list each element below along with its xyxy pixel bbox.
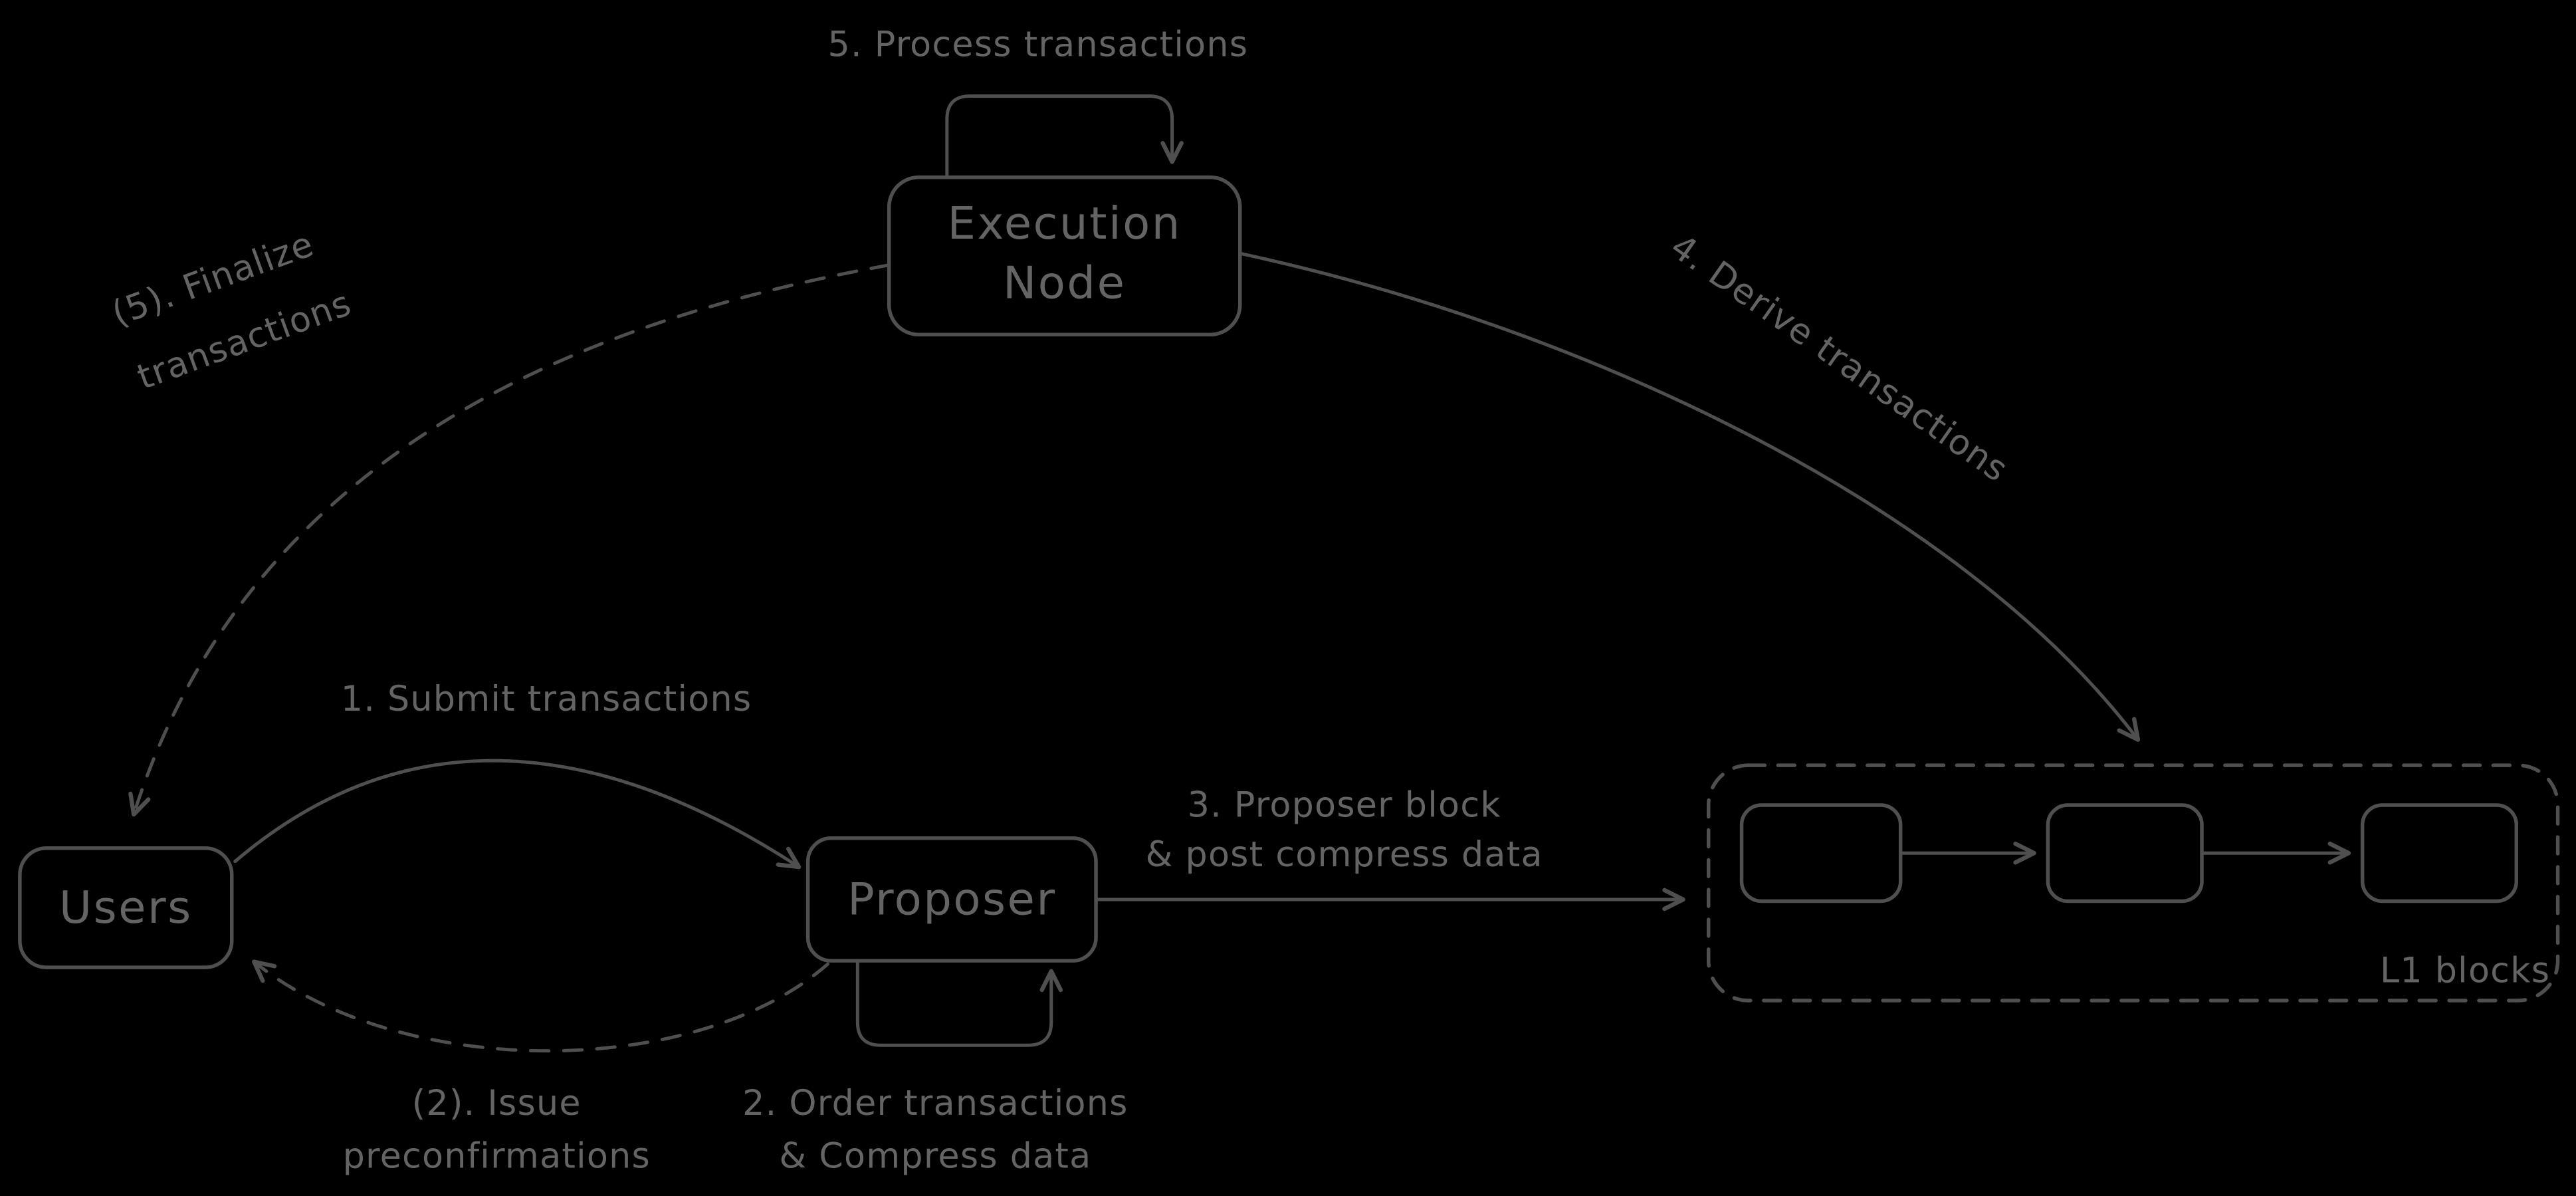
l1-block-3 [2360,803,2519,903]
label-issue-preconfirmations-line1: (2). Issue [412,1083,582,1124]
l1-block-2 [2046,803,2204,903]
edge-order-transactions-loop [855,961,1063,1047]
label-order-transactions-line1: 2. Order transactions [742,1083,1128,1124]
users-box [18,846,234,969]
label-proposer-block-line1: 3. Proposer block [1188,784,1501,825]
label-process-transactions: 5. Process transactions [827,25,1248,65]
label-submit-transactions: 1. Submit transactions [341,679,752,719]
label-derive-transactions: 4. Derive transactions [1663,226,2015,490]
edge-derive-transactions [1238,251,2141,742]
l1-block-1 [1739,803,1903,903]
proposer-box [805,836,1098,963]
users-label: Users [59,882,193,933]
proposer-label: Proposer [847,873,1056,925]
edge-submit-transactions [233,759,802,870]
l1-blocks-container [1706,763,2560,1003]
edge-process-transactions-loop [945,94,1184,178]
edge-issue-preconfirmations [252,959,829,1053]
execution-node-label-line1: Execution [948,197,1182,249]
l1-blocks-label: L1 blocks [2380,951,2550,991]
label-proposer-block-line2: & post compress data [1146,834,1543,875]
execution-node-label-line2: Node [1003,257,1126,308]
label-issue-preconfirmations-line2: preconfirmations [343,1136,651,1177]
edge-finalize-transactions [128,263,891,817]
label-order-transactions-line2: & Compress data [779,1136,1091,1177]
execution-node-box [887,175,1242,337]
